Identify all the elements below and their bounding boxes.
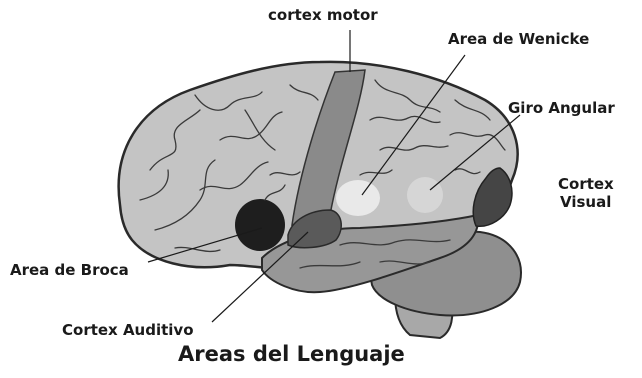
label-cortex-visual-line2: Visual: [560, 194, 611, 211]
wernicke-area-region: [336, 180, 380, 216]
label-cortex-visual-line1: Cortex: [558, 176, 614, 193]
label-area-broca: Area de Broca: [10, 262, 129, 279]
label-giro-angular: Giro Angular: [508, 100, 615, 117]
label-cortex-motor: cortex motor: [268, 7, 378, 24]
broca-area-region: [235, 199, 285, 251]
diagram-title: Areas del Lenguaje: [178, 343, 405, 366]
label-area-wernicke: Area de Wenicke: [448, 31, 589, 48]
angular-gyrus-region: [407, 177, 443, 213]
label-cortex-auditivo: Cortex Auditivo: [62, 322, 194, 339]
